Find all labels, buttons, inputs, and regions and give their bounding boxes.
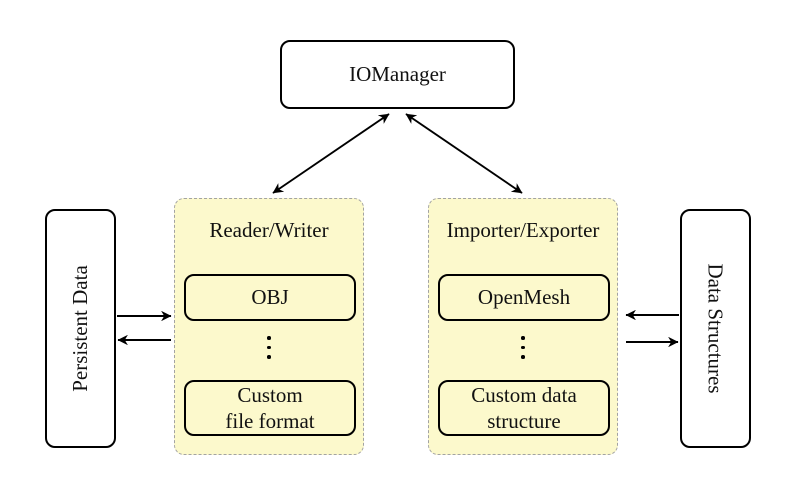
persistent-data-node: Persistent Data — [45, 209, 116, 448]
importer-exporter-group-title: Importer/Exporter — [446, 218, 600, 242]
obj-label: OBJ — [251, 285, 289, 310]
importer-exporter-group: Importer/Exporter OpenMesh Custom data s… — [428, 198, 618, 455]
custom-file-format-node: Custom file format — [184, 380, 356, 436]
reader-writer-group: Reader/Writer OBJ Custom file format — [174, 198, 364, 455]
vertical-ellipsis-icon — [429, 336, 617, 359]
obj-node: OBJ — [184, 274, 356, 321]
custom-data-structure-node: Custom data structure — [438, 380, 610, 436]
custom-data-structure-label: Custom data structure — [471, 382, 577, 433]
vertical-ellipsis-icon — [175, 336, 363, 359]
openmesh-label: OpenMesh — [477, 285, 571, 310]
openmesh-node: OpenMesh — [438, 274, 610, 321]
custom-file-format-label: Custom file format — [225, 382, 315, 433]
persistent-data-label: Persistent Data — [68, 265, 92, 392]
data-structures-label: Data Structures — [704, 263, 729, 394]
arrow-iomanager-importerexporter — [405, 113, 523, 194]
iomanager-node: IOManager — [280, 40, 515, 109]
iomanager-label: IOManager — [349, 62, 446, 86]
arrow-iomanager-readerwriter — [272, 113, 390, 194]
data-structures-node: Data Structures — [680, 209, 751, 448]
reader-writer-group-title: Reader/Writer — [209, 218, 329, 242]
